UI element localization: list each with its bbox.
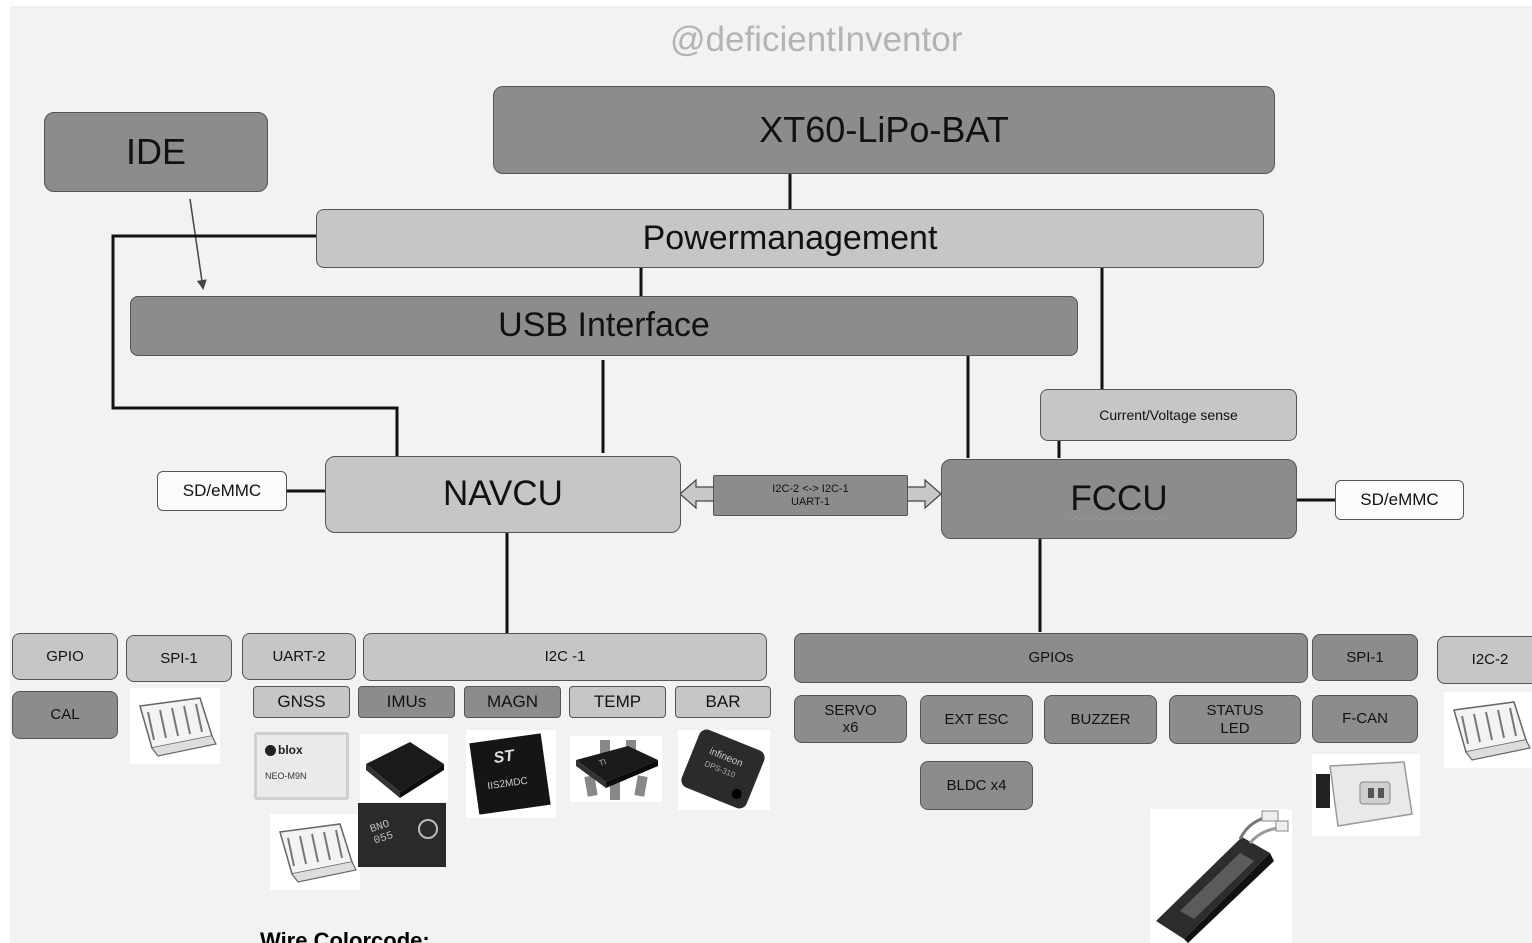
temp-sensor: TEMP [569, 686, 666, 718]
barometer-chip-body: infineon DPS-310 [678, 727, 768, 811]
st-logo: ST [492, 747, 516, 768]
sd-emmc-right: SD/eMMC [1335, 480, 1464, 520]
usb-interface-block: USB Interface [130, 296, 1078, 356]
nav-uart-port: UART-2 [242, 633, 356, 680]
cal-port: CAL [12, 691, 118, 739]
sd-emmc-left-label: SD/eMMC [182, 481, 262, 501]
link-arrow-right [906, 478, 942, 510]
bosch-logo-icon [418, 819, 438, 839]
barometer-chip-image: infineon DPS-310 [678, 727, 770, 811]
wire-colorcode-title: Wire Colorcode: [260, 928, 430, 943]
ide-arrow [189, 198, 207, 290]
sd-emmc-left: SD/eMMC [157, 471, 287, 511]
sd-emmc-right-label: SD/eMMC [1360, 490, 1439, 510]
status-led-output: STATUS LED [1169, 695, 1301, 744]
fc-spi-label: SPI-1 [1346, 648, 1384, 666]
nav-uart-label: UART-2 [272, 647, 326, 665]
link-arrow-left [679, 478, 715, 510]
imu-chip-image-2: BNO 055 [358, 803, 446, 867]
xt-connector-image [1312, 754, 1420, 836]
bar-label: BAR [705, 692, 741, 712]
powermanagement-label: Powermanagement [642, 218, 938, 257]
wire-layer [111, 174, 1335, 634]
fccu-block: FCCU [941, 459, 1297, 539]
ide-block: IDE [44, 112, 268, 192]
status-led-label-line-2: LED [1220, 719, 1250, 737]
watermark: @deficientInventor [670, 20, 963, 59]
fc-gpios-bus: GPIOs [794, 633, 1308, 683]
imus-label: IMUs [386, 692, 427, 712]
magnetometer-chip-image: ST IIS2MDC [466, 730, 556, 818]
usb-interface-label: USB Interface [498, 306, 710, 345]
magnetometer-chip-body: ST IIS2MDC [469, 733, 551, 815]
ublox-u-icon [265, 745, 276, 757]
fc-spi-port: SPI-1 [1312, 634, 1418, 681]
nav-i2c-bus: I2C -1 [363, 633, 767, 681]
temperature-chip-image: TI [570, 736, 662, 802]
ext-esc-output: EXT ESC [920, 695, 1033, 744]
powermanagement-block: Powermanagement [316, 209, 1264, 268]
jst-connector-image-3 [1444, 692, 1532, 768]
lipo-battery-image [1150, 809, 1292, 943]
navcu-block: NAVCU [325, 456, 681, 533]
bldc-output: BLDC x4 [920, 761, 1033, 810]
imus-sensor: IMUs [358, 686, 455, 718]
buzzer-output: BUZZER [1044, 695, 1157, 744]
battery-block: XT60-LiPo-BAT [493, 86, 1275, 174]
temp-label: TEMP [593, 692, 642, 712]
battery-label: XT60-LiPo-BAT [759, 109, 1009, 151]
buzzer-label: BUZZER [1070, 710, 1131, 728]
jst-connector-image-1 [130, 688, 220, 764]
gnss-sensor: GNSS [253, 686, 350, 718]
fc-gpios-label: GPIOs [1028, 649, 1074, 667]
svg-text:TI: TI [598, 757, 608, 768]
diagram-canvas: @deficientInventor [10, 6, 1532, 943]
imu-chip-image-1 [360, 734, 448, 802]
ext-esc-label: EXT ESC [944, 710, 1009, 728]
gnss-label: GNSS [277, 692, 326, 712]
nav-gpio-label: GPIO [46, 647, 84, 665]
fc-i2c-label: I2C-2 [1471, 651, 1509, 669]
fccu-label: FCCU [1070, 478, 1168, 518]
bldc-label: BLDC x4 [946, 776, 1007, 794]
servo-label-line-2: x6 [842, 719, 859, 736]
magnetometer-model-text: IIS2MDC [486, 775, 529, 793]
nav-spi-port: SPI-1 [126, 635, 232, 682]
bar-sensor: BAR [675, 686, 771, 718]
magn-label: MAGN [487, 692, 538, 712]
cal-label: CAL [50, 706, 80, 724]
f-can-port: F-CAN [1312, 695, 1418, 743]
interconnect-line-1: I2C-2 <-> I2C-1 [772, 482, 849, 495]
magn-sensor: MAGN [464, 686, 561, 718]
nav-spi-label: SPI-1 [160, 649, 198, 667]
gnss-model-text: NEO-M9N [265, 771, 307, 781]
barometer-port-icon [730, 787, 744, 801]
nav-gpio-port: GPIO [12, 633, 118, 680]
ide-label: IDE [125, 131, 186, 173]
status-led-label-line-1: STATUS [1206, 702, 1264, 720]
interconnect-line-2: UART-1 [791, 495, 830, 508]
ublox-logo: blox [265, 743, 303, 757]
servo-label-line-1: SERVO [824, 701, 877, 719]
servo-output: SERVO x6 [794, 695, 907, 743]
interconnect-label-box: I2C-2 <-> I2C-1 UART-1 [713, 475, 908, 516]
current-voltage-sense-label: Current/Voltage sense [1099, 406, 1238, 423]
f-can-label: F-CAN [1342, 710, 1388, 728]
bno055-marking: BNO 055 [369, 819, 395, 848]
navcu-label: NAVCU [443, 474, 563, 514]
ublox-brand-text: blox [278, 743, 303, 757]
fc-i2c-port: I2C-2 [1437, 636, 1532, 684]
nav-i2c-label: I2C -1 [544, 648, 586, 666]
jst-connector-image-2 [270, 814, 360, 890]
gnss-module-image: blox NEO-M9N [254, 732, 349, 800]
current-voltage-sense-block: Current/Voltage sense [1040, 389, 1297, 441]
wire-power-navcu [111, 234, 399, 457]
